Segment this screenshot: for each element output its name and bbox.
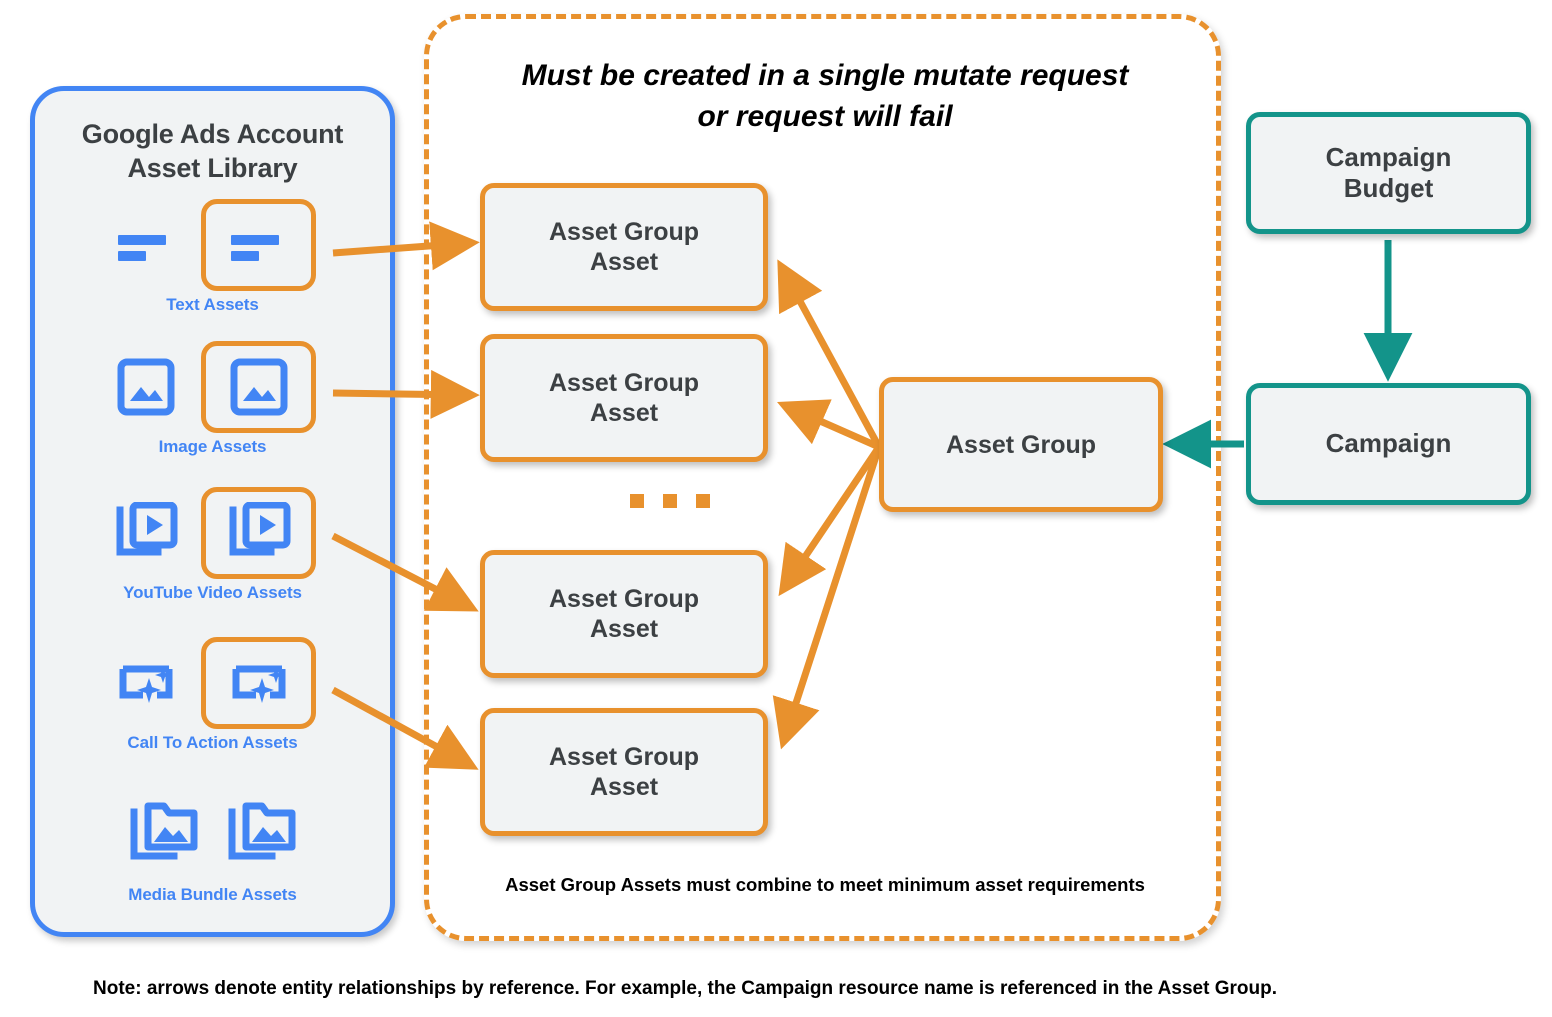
asset-group-asset-label-4a: Asset Group — [548, 743, 700, 771]
asset-row-text[interactable]: Text Assets — [35, 199, 390, 315]
asset-group-asset-node-1[interactable]: Asset Group Asset — [480, 183, 768, 311]
media-bundle-asset-icon — [127, 798, 201, 872]
text-asset-icon-selected[interactable] — [201, 199, 316, 291]
campaign-label: Campaign — [1325, 428, 1452, 459]
ellipsis-dot-3 — [696, 494, 710, 508]
asset-group-asset-node-2[interactable]: Asset Group Asset — [480, 334, 768, 462]
asset-group-asset-label-3b: Asset — [589, 615, 659, 643]
image-asset-icon — [109, 350, 183, 424]
youtube-video-asset-icon — [109, 496, 183, 570]
asset-caption-text: Text Assets — [166, 295, 259, 314]
image-asset-icon-selected[interactable] — [201, 341, 316, 433]
asset-group-asset-ellipsis — [630, 494, 710, 508]
mutate-title-line1: Must be created in a single mutate reque… — [521, 59, 1129, 92]
mutate-request-container — [424, 14, 1221, 941]
asset-icons-video — [35, 487, 390, 579]
asset-group-asset-label-2b: Asset — [589, 399, 659, 427]
asset-caption-image: Image Assets — [158, 437, 267, 456]
campaign-budget-node[interactable]: Campaign Budget — [1246, 112, 1531, 234]
asset-caption-cta: Call To Action Assets — [127, 733, 298, 752]
asset-group-asset-node-3[interactable]: Asset Group Asset — [480, 550, 768, 678]
call-to-action-asset-icon-selected[interactable] — [201, 637, 316, 729]
asset-row-image[interactable]: Image Assets — [35, 341, 390, 457]
footer-note: Note: arrows denote entity relationships… — [93, 978, 1277, 999]
asset-group-node[interactable]: Asset Group — [879, 377, 1163, 512]
asset-library-title-line1: Google Ads Account — [81, 119, 344, 149]
asset-row-video[interactable]: YouTube Video Assets — [35, 487, 390, 603]
call-to-action-asset-icon — [109, 646, 183, 720]
mutate-request-title: Must be created in a single mutate reque… — [460, 56, 1190, 138]
asset-library-title-line2: Asset Library — [127, 152, 298, 183]
campaign-budget-label-line2: Budget — [1343, 173, 1434, 203]
asset-group-asset-label-3a: Asset Group — [548, 585, 700, 613]
asset-group-asset-label-1a: Asset Group — [548, 218, 700, 246]
campaign-node[interactable]: Campaign — [1246, 383, 1531, 505]
asset-library-title: Google Ads Account Asset Library — [35, 118, 390, 186]
asset-group-asset-label-1b: Asset — [589, 248, 659, 276]
asset-group-asset-label-2a: Asset Group — [548, 369, 700, 397]
asset-caption-video: YouTube Video Assets — [123, 583, 302, 602]
asset-group-asset-node-4[interactable]: Asset Group Asset — [480, 708, 768, 836]
asset-caption-media-bundle: Media Bundle Assets — [128, 885, 297, 904]
asset-group-asset-label-4b: Asset — [589, 773, 659, 801]
ellipsis-dot-1 — [630, 494, 644, 508]
asset-row-media-bundle[interactable]: Media Bundle Assets — [35, 789, 390, 905]
asset-group-label: Asset Group — [945, 430, 1097, 459]
campaign-budget-label-line1: Campaign — [1325, 141, 1452, 172]
asset-icons-cta — [35, 637, 390, 729]
asset-row-cta[interactable]: Call To Action Assets — [35, 637, 390, 753]
asset-icons-media-bundle — [35, 789, 390, 881]
asset-icons-image — [35, 341, 390, 433]
asset-library-panel: Google Ads Account Asset Library — [30, 86, 395, 937]
text-asset-icon — [109, 208, 183, 282]
ellipsis-dot-2 — [663, 494, 677, 508]
mutate-request-footnote: Asset Group Assets must combine to meet … — [505, 874, 1145, 895]
youtube-video-asset-icon-selected[interactable] — [201, 487, 316, 579]
media-bundle-asset-icon-2 — [225, 798, 299, 872]
mutate-title-line2: or request will fail — [697, 99, 953, 133]
asset-icons-text — [35, 199, 390, 291]
